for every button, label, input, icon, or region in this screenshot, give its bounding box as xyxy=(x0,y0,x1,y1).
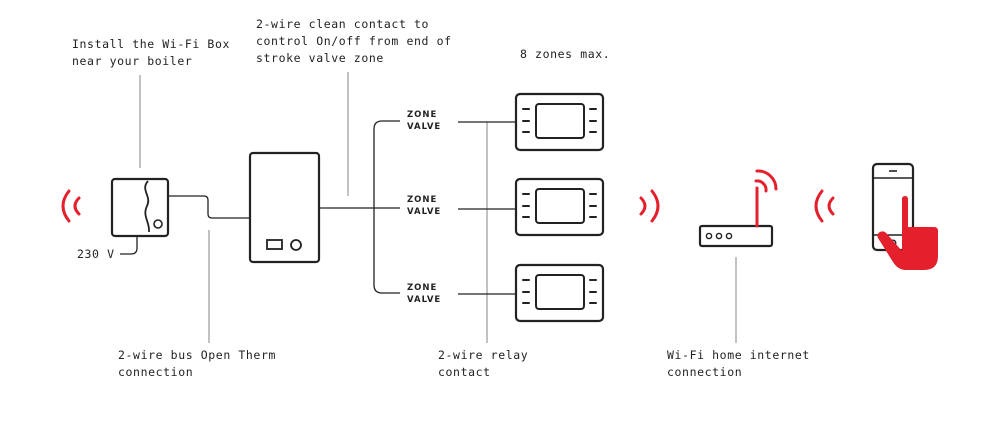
contact-label-line-2: control On/off from end of xyxy=(256,34,452,48)
contact-label-line-1: 2-wire clean contact to xyxy=(256,17,430,31)
thermostats-group xyxy=(514,92,605,323)
zone-valve-label-3-line-2: VALVE xyxy=(407,295,442,305)
wifi-label-line-1: Wi-Fi home internet xyxy=(667,348,810,362)
thermostat-icon xyxy=(514,92,605,152)
bus-label-line-1: 2-wire bus Open Therm xyxy=(118,348,276,362)
zones-max-label: 8 zones max. xyxy=(520,47,611,61)
thermostat-icon xyxy=(514,177,605,237)
contact-label-line-3: stroke valve zone xyxy=(256,51,384,65)
relay-label-line-1: 2-wire relay xyxy=(438,348,529,362)
zone-valve-label-2-line-1: ZONE xyxy=(407,195,438,205)
wireless-signal-icon xyxy=(61,189,835,223)
wifi-box-icon xyxy=(110,177,170,238)
relay-label-line-2: contact xyxy=(438,365,491,379)
power-wire xyxy=(120,236,138,255)
hand-pointer-icon xyxy=(877,196,938,270)
zone-valve-label-2-line-2: VALVE xyxy=(407,207,442,217)
voltage-label: 230 V xyxy=(77,247,115,261)
wiring xyxy=(120,120,516,295)
install-label-line-2: near your boiler xyxy=(72,54,193,68)
thermostat-icon xyxy=(514,263,605,323)
install-label-line-1: Install the Wi-Fi Box xyxy=(72,37,230,51)
bus-wire xyxy=(168,195,249,219)
leader-lines xyxy=(139,72,737,343)
zone-valve-label-1-line-2: VALVE xyxy=(407,122,442,132)
zone-valve-label-1-line-1: ZONE xyxy=(407,110,438,120)
zone-bus-wire xyxy=(373,120,400,294)
router-icon xyxy=(698,169,778,248)
wifi-label-line-2: connection xyxy=(667,365,743,379)
bus-label-line-2: connection xyxy=(118,365,194,379)
boiler-icon xyxy=(248,151,321,264)
zone-valve-label-3-line-1: ZONE xyxy=(407,283,438,293)
